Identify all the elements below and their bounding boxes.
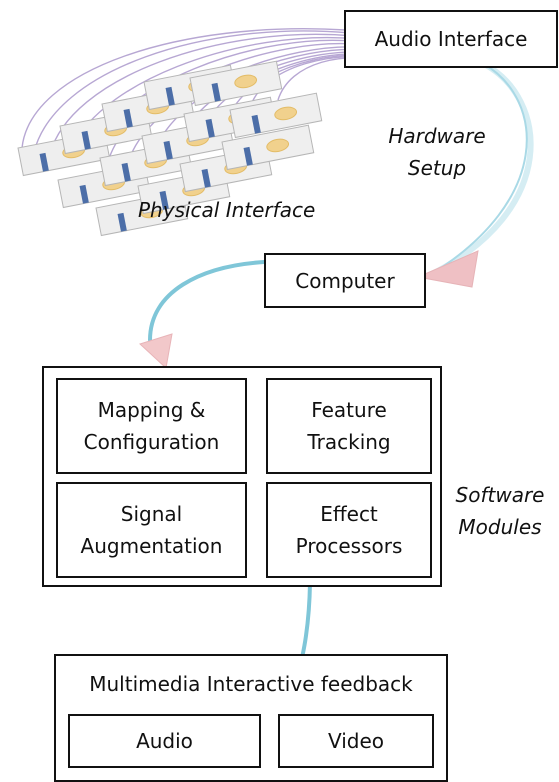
audio-interface-box: Audio Interface [344,10,558,68]
feedback-title: Multimedia Interactive feedback [89,672,413,696]
feedback-container: Multimedia Interactive feedback Audio Vi… [54,654,448,782]
module-box-feature-tracking: Feature Tracking [266,378,432,474]
audio-output-label: Audio [136,729,193,753]
software-modules-container: Mapping & Configuration Feature Tracking… [42,366,442,587]
module-box-signal-augmentation: Signal Augmentation [56,482,247,578]
module-label-signal-augmentation: Signal Augmentation [80,502,223,558]
audio-output-box: Audio [68,714,261,768]
physical-interface-device [17,60,323,237]
hardware-arrowhead [416,250,479,288]
hardware-flow-arrow-highlight [429,63,528,276]
computer-arrowhead [139,333,173,369]
module-label-feature-tracking: Feature Tracking [307,398,391,454]
module-box-effect-processors: Effect Processors [266,482,432,578]
hardware-setup-label: Hardware Setup [388,124,486,180]
module-label-mapping-configuration: Mapping & Configuration [83,398,220,454]
video-output-box: Video [278,714,434,768]
computer-label: Computer [295,268,395,293]
audio-interface-label: Audio Interface [374,27,528,51]
module-box-mapping-configuration: Mapping & Configuration [56,378,247,474]
computer-box: Computer [264,253,426,308]
computer-flow-arrow [148,260,266,342]
module-label-effect-processors: Effect Processors [295,502,403,558]
physical-interface-label: Physical Interface [138,198,316,222]
software-modules-label: Software Modules [455,483,545,539]
video-output-label: Video [327,729,385,753]
